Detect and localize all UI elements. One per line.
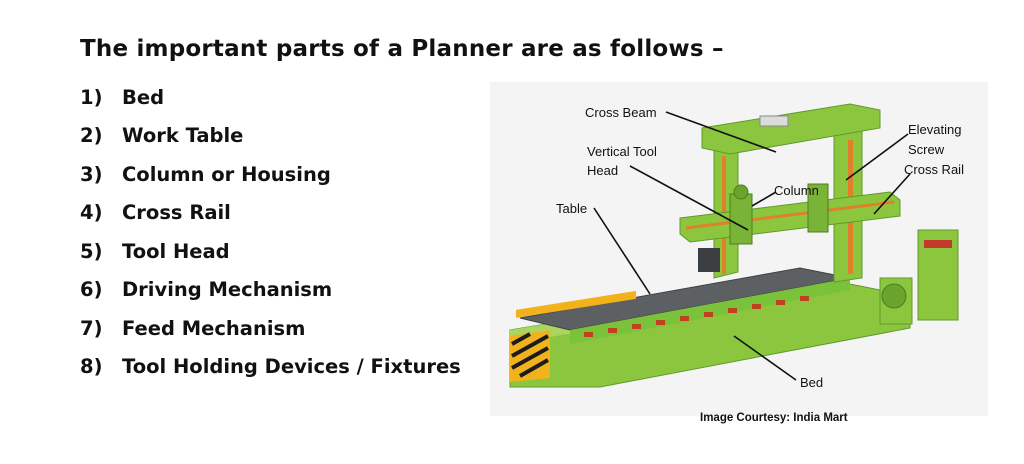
- table-end-stripe: [516, 290, 636, 318]
- name-plate: [759, 115, 789, 127]
- label-elevating-screw-line1: Elevating: [908, 122, 961, 137]
- tool-head-motor: [733, 184, 749, 200]
- list-item: 8) Tool Holding Devices / Fixtures: [80, 348, 461, 387]
- control-panel: [698, 248, 720, 272]
- list-item: 3) Column or Housing: [80, 155, 461, 194]
- label-table: Table: [556, 201, 587, 216]
- list-number: 1): [80, 85, 103, 109]
- list-label: Work Table: [122, 124, 244, 148]
- list-number: 7): [80, 316, 103, 340]
- label-bed: Bed: [800, 375, 823, 390]
- list-number: 3): [80, 162, 103, 186]
- list-number: 2): [80, 124, 103, 148]
- list-item: 2) Work Table: [80, 117, 461, 156]
- label-column: Column: [774, 183, 819, 198]
- list-item: 1) Bed: [80, 78, 461, 117]
- list-label: Driving Mechanism: [122, 278, 333, 302]
- label-elevating-screw-line2: Screw: [908, 142, 945, 157]
- list-label: Tool Holding Devices / Fixtures: [122, 355, 461, 379]
- list-number: 8): [80, 355, 103, 379]
- list-item: 4) Cross Rail: [80, 194, 461, 233]
- list-number: 5): [80, 239, 103, 263]
- list-label: Column or Housing: [122, 162, 331, 186]
- list-number: 6): [80, 278, 103, 302]
- parts-list: 1) Bed 2) Work Table 3) Column or Housing 4…: [80, 78, 461, 386]
- cabinet-indicator: [924, 240, 952, 248]
- vertical-tool-head-right: [807, 183, 829, 233]
- list-item: 5) Tool Head: [80, 232, 461, 271]
- guard-stripes: [511, 332, 549, 378]
- cross-rail-screw: [685, 200, 895, 230]
- list-item: 7) Feed Mechanism: [80, 309, 461, 348]
- list-label: Tool Head: [122, 239, 230, 263]
- label-vertical-tool-head-line1: Vertical Tool: [587, 144, 657, 159]
- list-label: Bed: [122, 85, 165, 109]
- list-label: Feed Mechanism: [122, 316, 306, 340]
- leader-lines: [593, 111, 911, 381]
- list-number: 4): [80, 201, 103, 225]
- list-label: Cross Rail: [122, 201, 231, 225]
- motor-flange: [881, 283, 907, 309]
- page-title: The important parts of a Planner are as …: [80, 36, 724, 62]
- list-item: 6) Driving Mechanism: [80, 271, 461, 310]
- planer-machine-figure: Cross Beam Vertical Tool Head Column Tab…: [490, 82, 988, 416]
- label-cross-rail: Cross Rail: [904, 162, 964, 177]
- table-slots: [584, 296, 809, 337]
- label-cross-beam: Cross Beam: [585, 105, 657, 120]
- image-courtesy: Image Courtesy: India Mart: [700, 412, 848, 424]
- label-vertical-tool-head-line2: Head: [587, 163, 618, 178]
- vertical-tool-head-left: [729, 193, 753, 245]
- planer-machine-illustration: Cross Beam Vertical Tool Head Column Tab…: [490, 82, 988, 416]
